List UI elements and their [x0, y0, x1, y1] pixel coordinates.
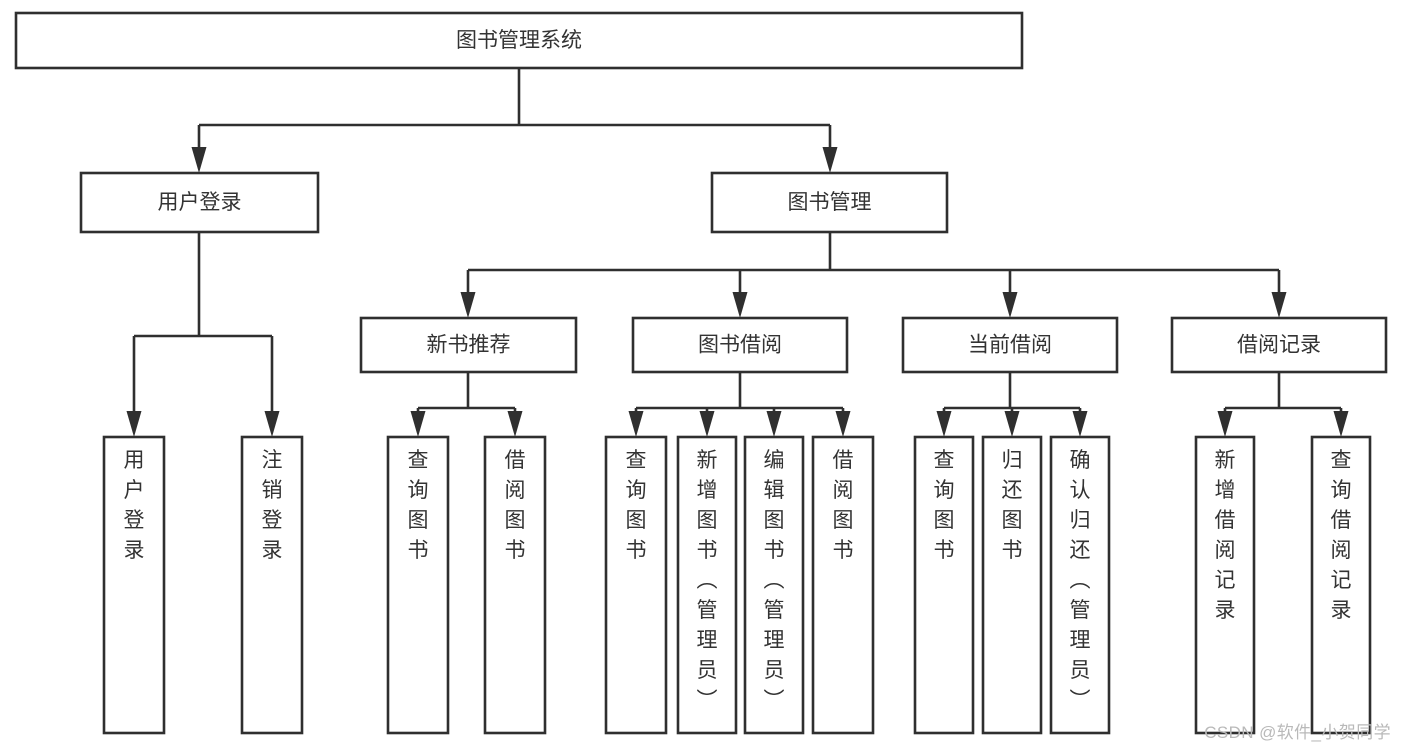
level3-node-current-borrow[interactable]: 当前借阅: [901, 316, 1119, 374]
root-node-label: 图书管理系统: [456, 29, 582, 52]
connector-group-root-to-level2: [191, 68, 838, 173]
leaf-node-box[interactable]: [386, 435, 450, 735]
leaf-node-box[interactable]: [604, 435, 668, 735]
level3-node-box[interactable]: [901, 316, 1119, 374]
connector-group-book-manage-to-level3: [460, 232, 1287, 318]
level3-node-label: 借阅记录: [1237, 334, 1321, 357]
arrow-head-icon: [822, 147, 838, 173]
root-node-box[interactable]: [14, 11, 1024, 70]
leaf-node-label: 归还图书: [1002, 449, 1023, 562]
leaf-node-label: 注销登录: [262, 449, 283, 562]
level2-node-box[interactable]: [79, 171, 320, 234]
arrow-head-icon: [1271, 292, 1287, 318]
level3-node-label: 当前借阅: [968, 334, 1052, 357]
leaf-node-confirm-return-admin[interactable]: 确认归还︵管理员︶: [1049, 435, 1111, 735]
level3-node-borrow-record[interactable]: 借阅记录: [1170, 316, 1388, 374]
leaf-node-add-book-admin[interactable]: 新增图书︵管理员︶: [676, 435, 738, 735]
leaf-node-box[interactable]: [240, 435, 304, 735]
level3-node-label: 新书推荐: [427, 334, 511, 357]
leaf-node-edit-book-admin[interactable]: 编辑图书︵管理员︶: [743, 435, 805, 735]
arrow-head-icon: [936, 411, 952, 437]
connector-group-borrow-record-to-leaves: [1217, 372, 1349, 437]
leaf-node-label: 查询图书: [934, 449, 955, 562]
leaf-node-query-book[interactable]: 查询图书: [386, 435, 450, 735]
leaf-node-label: 用户登录: [124, 449, 145, 562]
leaf-node-box[interactable]: [743, 435, 805, 735]
leaf-node-label: 借阅图书: [833, 449, 854, 562]
connector-group-borrow-book-to-leaves: [628, 372, 851, 437]
leaf-node-query-borrow-record[interactable]: 查询借阅记录: [1310, 435, 1372, 735]
connector-group-user-login-to-leaves: [126, 232, 280, 437]
leaf-node-label: 查询借阅记录: [1331, 449, 1352, 622]
arrow-head-icon: [1002, 292, 1018, 318]
level2-node-label: 图书管理: [788, 191, 872, 214]
leaf-node-query-book[interactable]: 查询图书: [604, 435, 668, 735]
level3-node-book-borrow[interactable]: 图书借阅: [631, 316, 849, 374]
level2-node-user-login[interactable]: 用户登录: [79, 171, 320, 234]
csdn-watermark: CSDN @软件_小贺同学: [1204, 723, 1391, 742]
leaf-node-box[interactable]: [676, 435, 738, 735]
level3-node-new-book-recommend[interactable]: 新书推荐: [359, 316, 578, 374]
leaf-node-query-book[interactable]: 查询图书: [913, 435, 975, 735]
leaf-node-box[interactable]: [811, 435, 875, 735]
level3-node-box[interactable]: [1170, 316, 1388, 374]
leaf-node-box[interactable]: [483, 435, 547, 735]
level3-node-box[interactable]: [359, 316, 578, 374]
level2-node-label: 用户登录: [158, 191, 242, 214]
leaf-node-label: 确认归还︵管理员︶: [1070, 449, 1091, 712]
leaf-node-box[interactable]: [913, 435, 975, 735]
arrow-head-icon: [628, 411, 644, 437]
leaf-node-label: 查询图书: [626, 449, 647, 562]
arrow-head-icon: [1072, 411, 1088, 437]
root-node-library-management-system[interactable]: 图书管理系统: [14, 11, 1024, 70]
leaf-node-box[interactable]: [1049, 435, 1111, 735]
level2-node-box[interactable]: [710, 171, 949, 234]
arrow-head-icon: [507, 411, 523, 437]
arrow-head-icon: [410, 411, 426, 437]
leaf-node-label: 新增图书︵管理员︶: [697, 449, 718, 712]
arrow-head-icon: [732, 292, 748, 318]
level3-node-box[interactable]: [631, 316, 849, 374]
arrow-head-icon: [835, 411, 851, 437]
leaf-node-logout[interactable]: 注销登录: [240, 435, 304, 735]
arrow-head-icon: [460, 292, 476, 318]
leaf-node-return-book[interactable]: 归还图书: [981, 435, 1043, 735]
connector-group-new-book-to-leaves: [410, 372, 523, 437]
leaf-node-box[interactable]: [1310, 435, 1372, 735]
arrow-head-icon: [699, 411, 715, 437]
arrow-head-icon: [264, 411, 280, 437]
arrow-head-icon: [1333, 411, 1349, 437]
arrow-head-icon: [1004, 411, 1020, 437]
arrow-head-icon: [126, 411, 142, 437]
leaf-node-add-borrow-record[interactable]: 新增借阅记录: [1194, 435, 1256, 735]
leaf-node-label: 查询图书: [408, 449, 429, 562]
leaf-node-box[interactable]: [981, 435, 1043, 735]
leaf-node-label: 编辑图书︵管理员︶: [764, 449, 785, 712]
leaf-node-borrow-book[interactable]: 借阅图书: [811, 435, 875, 735]
level3-node-label: 图书借阅: [698, 334, 782, 357]
leaf-node-box[interactable]: [102, 435, 166, 735]
leaf-node-user-login[interactable]: 用户登录: [102, 435, 166, 735]
connector-group-current-borrow-to-leaves: [936, 372, 1088, 437]
leaf-node-label: 新增借阅记录: [1215, 449, 1236, 622]
arrow-head-icon: [1217, 411, 1233, 437]
leaf-node-box[interactable]: [1194, 435, 1256, 735]
arrow-head-icon: [766, 411, 782, 437]
leaf-node-borrow-book[interactable]: 借阅图书: [483, 435, 547, 735]
level2-node-book-management[interactable]: 图书管理: [710, 171, 949, 234]
leaf-node-label: 借阅图书: [505, 449, 526, 562]
arrow-head-icon: [191, 147, 207, 173]
